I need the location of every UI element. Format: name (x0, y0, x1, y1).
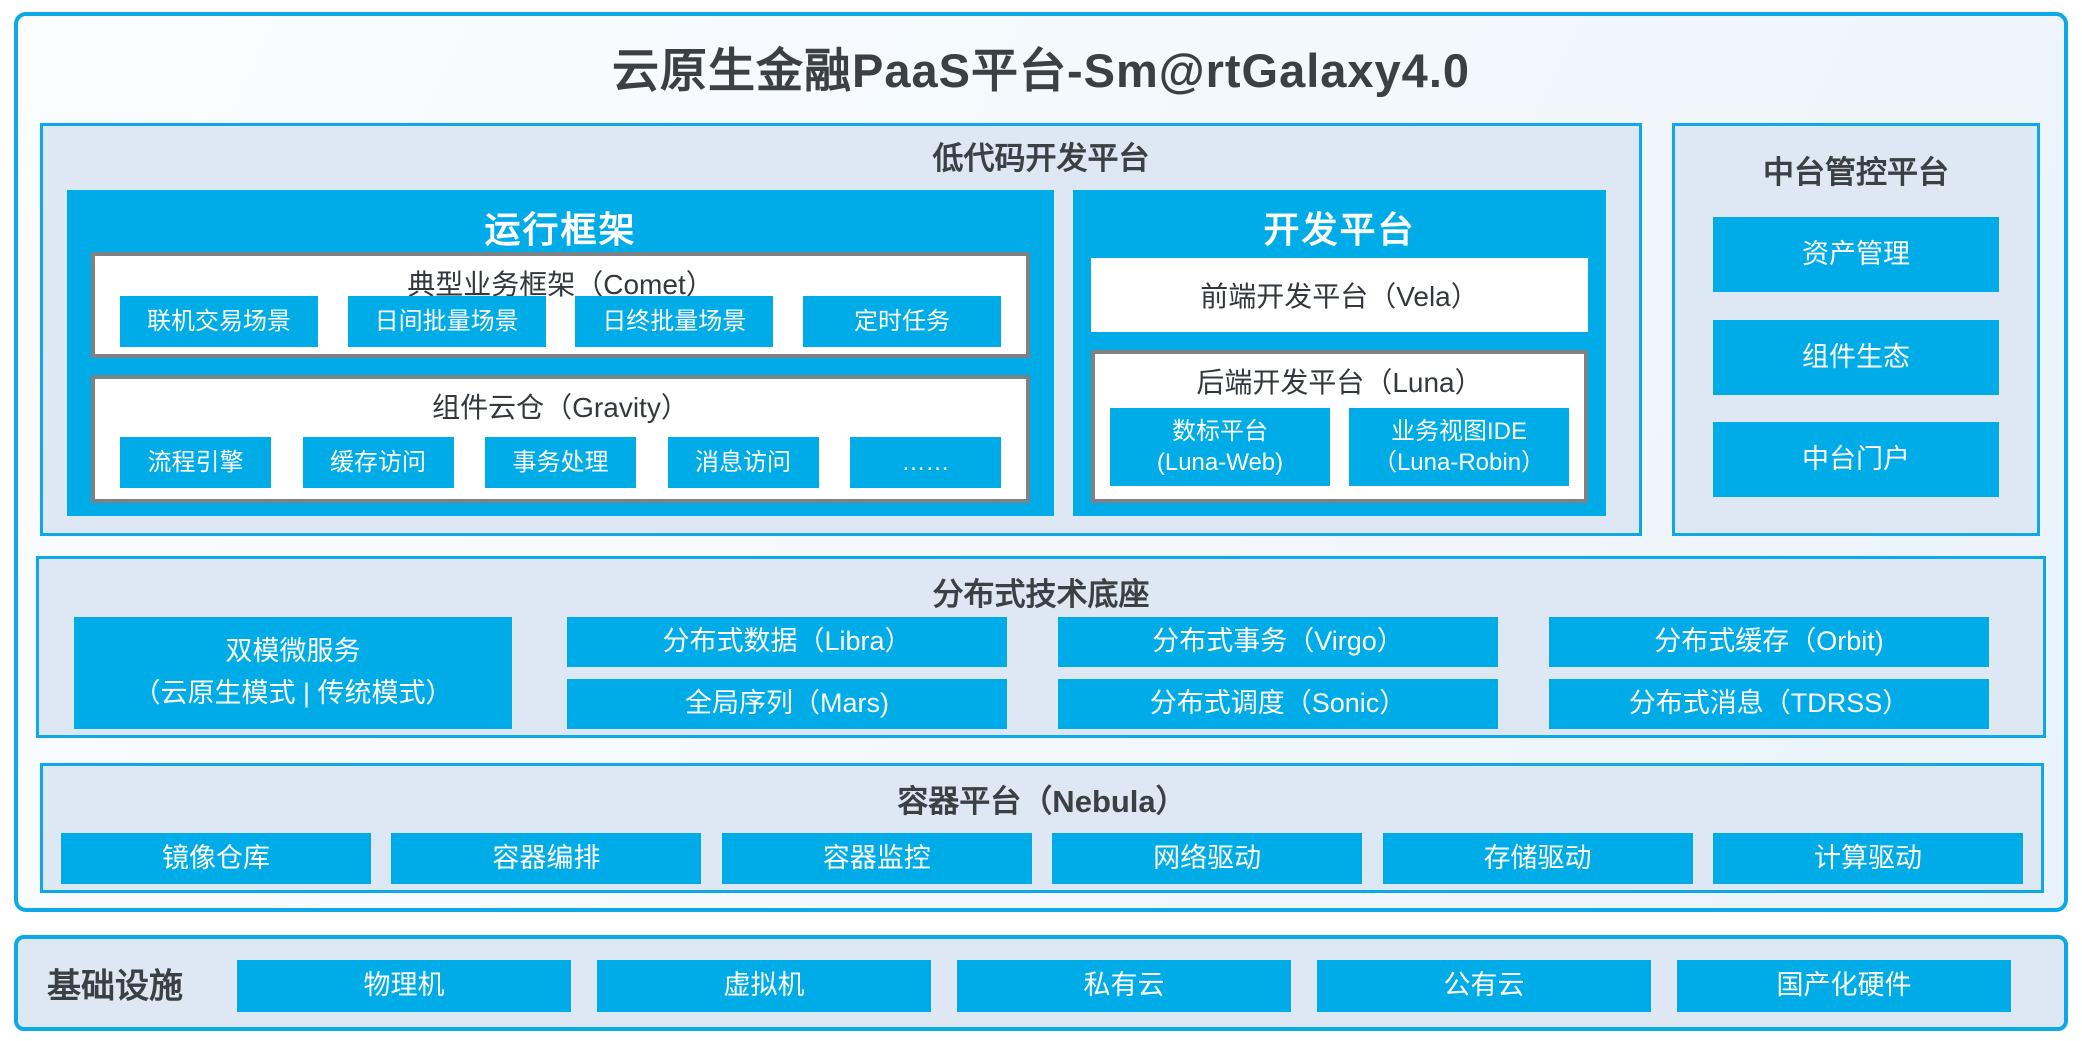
btn-global-sequence-mars: 全局序列（Mars) (567, 679, 1007, 729)
gravity-row: 流程引擎 缓存访问 事务处理 消息访问 …… (120, 437, 1001, 488)
box-vela: 前端开发平台（Vela） (1091, 258, 1588, 332)
btn-distributed-data-libra: 分布式数据（Libra） (567, 617, 1007, 667)
btn-process-engine: 流程引擎 (120, 437, 271, 488)
btn-storage-driver: 存储驱动 (1382, 833, 1693, 884)
btn-more-ellipsis: …… (850, 437, 1001, 488)
btn-distributed-cache-orbit: 分布式缓存（Orbit) (1549, 617, 1989, 667)
btn-distributed-scheduling-sonic: 分布式调度（Sonic） (1058, 679, 1498, 729)
btn-public-cloud: 公有云 (1317, 960, 1651, 1012)
luna-robin-line2: （Luna-Robin） (1372, 449, 1546, 476)
comet-row: 联机交易场景 日间批量场景 日终批量场景 定时任务 (120, 296, 1001, 347)
btn-asset-management: 资产管理 (1713, 217, 1999, 292)
luna-web-line2: (Luna-Web) (1156, 449, 1284, 476)
btn-private-cloud: 私有云 (957, 960, 1291, 1012)
distributed-base-title: 分布式技术底座 (932, 577, 1150, 612)
box-gravity: 组件云仓（Gravity） 流程引擎 缓存访问 事务处理 消息访问 …… (91, 375, 1030, 503)
luna-row: 数标平台 (Luna-Web) 业务视图IDE （Luna-Robin） (1095, 408, 1584, 486)
infra-label: 基础设施 (47, 967, 183, 1006)
btn-transaction-processing: 事务处理 (485, 437, 636, 488)
panel-midplatform-control: 中台管控平台 资产管理 组件生态 中台门户 (1672, 123, 2040, 536)
panel-container-platform: 容器平台（Nebula） 镜像仓库 容器编排 容器监控 网络驱动 存储驱动 计算… (40, 763, 2044, 893)
btn-cache-access: 缓存访问 (302, 437, 454, 488)
btn-luna-web: 数标平台 (Luna-Web) (1110, 408, 1330, 486)
infra-bar: 基础设施 物理机 虚拟机 私有云 公有云 国产化硬件 (14, 935, 2068, 1031)
btn-physical-machine: 物理机 (237, 960, 571, 1012)
btn-distributed-message-tdrss: 分布式消息（TDRSS） (1549, 679, 1989, 729)
btn-scheduled-task: 定时任务 (802, 296, 1001, 347)
luna-robin-line1: 业务视图IDE (1390, 417, 1527, 445)
btn-distributed-transaction-virgo: 分布式事务（Virgo） (1058, 617, 1498, 667)
btn-component-ecosystem: 组件生态 (1713, 320, 1999, 395)
btn-online-trading-scenario: 联机交易场景 (120, 296, 318, 347)
btn-compute-driver: 计算驱动 (1712, 833, 2023, 884)
dual-mode-line2: （云原生模式 | 传统模式） (133, 678, 453, 708)
gravity-title: 组件云仓（Gravity） (432, 392, 689, 423)
page-title: 云原生金融PaaS平台-Sm@rtGalaxy4.0 (611, 44, 1471, 97)
box-runtime-framework: 运行框架 典型业务框架（Comet） 联机交易场景 日间批量场景 日终批量场景 … (67, 190, 1054, 516)
dual-mode-line1: 双模微服务 (225, 636, 361, 667)
dev-platform-title: 开发平台 (1263, 209, 1416, 250)
btn-virtual-machine: 虚拟机 (597, 960, 931, 1012)
btn-container-monitoring: 容器监控 (721, 833, 1032, 884)
panel-distributed-base: 分布式技术底座 双模微服务 （云原生模式 | 传统模式） 分布式数据（Libra… (36, 556, 2046, 738)
btn-image-registry: 镜像仓库 (61, 833, 371, 884)
btn-daytime-batch-scenario: 日间批量场景 (347, 296, 546, 347)
lowcode-platform-title: 低代码开发平台 (932, 141, 1150, 176)
btn-message-access: 消息访问 (667, 437, 819, 488)
luna-title: 后端开发平台（Luna） (1196, 367, 1483, 398)
btn-network-driver: 网络驱动 (1052, 833, 1363, 884)
luna-web-line1: 数标平台 (1172, 417, 1268, 445)
btn-dual-mode-microservice: 双模微服务 （云原生模式 | 传统模式） (74, 617, 512, 729)
container-platform-row: 镜像仓库 容器编排 容器监控 网络驱动 存储驱动 计算驱动 (61, 833, 2023, 884)
box-luna: 后端开发平台（Luna） 数标平台 (Luna-Web) 业务视图IDE （Lu… (1091, 350, 1588, 503)
box-comet: 典型业务框架（Comet） 联机交易场景 日间批量场景 日终批量场景 定时任务 (91, 252, 1030, 358)
btn-domestic-hardware: 国产化硬件 (1677, 960, 2011, 1012)
panel-lowcode: 运行框架 典型业务框架（Comet） 联机交易场景 日间批量场景 日终批量场景 … (40, 123, 1642, 536)
container-platform-title: 容器平台（Nebula） (897, 784, 1187, 819)
box-dev-platform: 开发平台 前端开发平台（Vela） 后端开发平台（Luna） 数标平台 (Lun… (1073, 190, 1606, 516)
btn-midplatform-portal: 中台门户 (1713, 422, 1999, 497)
outer-frame: 云原生金融PaaS平台-Sm@rtGalaxy4.0 低代码开发平台 运行框架 … (14, 12, 2068, 912)
infra-row: 物理机 虚拟机 私有云 公有云 国产化硬件 (237, 960, 2011, 1012)
btn-container-orchestration: 容器编排 (391, 833, 702, 884)
btn-luna-robin: 业务视图IDE （Luna-Robin） (1349, 408, 1569, 486)
midplatform-title: 中台管控平台 (1763, 155, 1949, 190)
btn-eod-batch-scenario: 日终批量场景 (575, 296, 774, 347)
comet-title: 典型业务框架（Comet） (407, 269, 714, 300)
runtime-framework-title: 运行框架 (484, 209, 637, 250)
